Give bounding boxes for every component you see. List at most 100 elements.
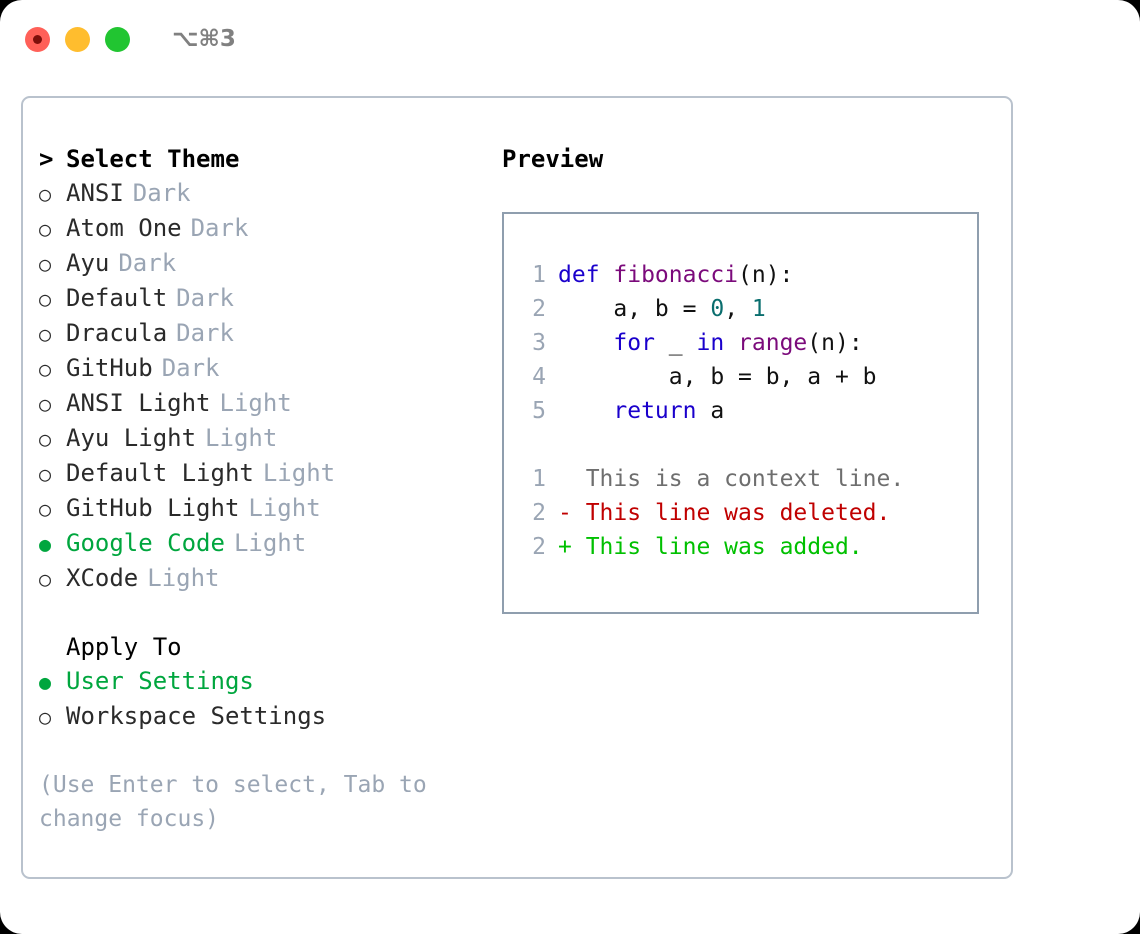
theme-option-variant-tag: Dark (161, 354, 220, 382)
token-pl: a (696, 398, 725, 424)
token-pl: a, b = b, a + b (558, 364, 877, 390)
apply-to-list: ● User Settings ○Workspace Settings (39, 664, 489, 734)
token-pl: _ (654, 330, 697, 356)
diff-sign: - (558, 500, 572, 526)
diff-line-add: 2 + This line was added. (522, 530, 977, 564)
theme-option-label: Atom One (66, 214, 182, 242)
select-theme-heading: > Select Theme (39, 142, 489, 176)
apply-option-workspace-settings[interactable]: ○Workspace Settings (39, 699, 489, 734)
token-pl (558, 398, 613, 424)
maximize-window-button[interactable] (105, 26, 130, 52)
radio-unselected-icon: ○ (39, 217, 52, 241)
apply-option-label: User Settings (66, 667, 254, 695)
code-line: 5 return a (522, 394, 977, 428)
diff-sign: + (558, 534, 572, 560)
diff-sign (558, 462, 572, 496)
code-diff-separator (522, 428, 977, 462)
token-pl (558, 330, 613, 356)
apply-to-heading: Apply To (39, 630, 489, 664)
token-kw: def (558, 262, 614, 288)
code-line: 1 def fibonacci(n): (522, 258, 977, 292)
code-text: return a (558, 394, 724, 428)
diff-line-del: 2- This line was deleted. (522, 496, 977, 530)
theme-option-google-code[interactable]: ● Google Code Light (39, 526, 489, 561)
token-pl: (n): (738, 262, 794, 288)
apply-option-label: Workspace Settings (66, 702, 327, 730)
line-number: 4 (532, 364, 546, 390)
theme-option-variant-tag: Light (219, 389, 292, 417)
theme-option-atom-one[interactable]: ○ Atom One Dark (39, 211, 489, 246)
theme-option-github-light[interactable]: ○ GitHub Light Light (39, 491, 489, 526)
token-kw: in (696, 330, 725, 356)
radio-unselected-icon: ○ (39, 357, 52, 381)
token-num: 1 (751, 296, 766, 322)
token-kw: for (613, 330, 655, 356)
code-text: a, b = 0, 1 (558, 292, 766, 326)
diff-sample: 1 This is a context line.2- This line wa… (522, 462, 977, 564)
close-icon (33, 34, 42, 44)
theme-option-variant-tag: Light (262, 459, 336, 487)
focus-marker-icon: > (39, 145, 54, 173)
radio-unselected-icon: ○ (39, 427, 52, 451)
title-bar: ⌥⌘3 (0, 0, 1140, 78)
theme-option-variant-tag: Dark (132, 179, 191, 207)
theme-option-variant-tag: Light (248, 494, 321, 522)
theme-option-label: XCode (66, 564, 139, 592)
theme-option-variant-tag: Light (147, 564, 220, 592)
line-number: 2 (532, 534, 546, 560)
diff-text: This is a context line. (571, 466, 905, 492)
keyboard-shortcut-label: ⌥⌘3 (172, 26, 236, 52)
theme-option-label: GitHub Light (66, 494, 240, 522)
select-theme-heading-label: Select Theme (66, 145, 240, 173)
apply-option-user-settings[interactable]: ● User Settings (39, 664, 489, 699)
diff-text: This line was added. (571, 534, 863, 560)
token-pl: a, b = (558, 296, 711, 322)
theme-option-label: Google Code (66, 529, 225, 557)
token-pl: , (724, 296, 752, 322)
radio-unselected-icon: ○ (39, 287, 52, 311)
minimize-window-button[interactable] (65, 26, 90, 52)
close-window-button[interactable] (25, 26, 50, 52)
code-line: 4 a, b = b, a + b (522, 360, 977, 394)
diff-text: This line was deleted. (571, 500, 891, 526)
code-line: 2 a, b = 0, 1 (522, 292, 977, 326)
theme-option-label: Default (66, 284, 168, 312)
radio-selected-icon: ● (39, 532, 52, 556)
line-number: 2 (532, 296, 546, 322)
token-pl: (n): (807, 330, 863, 356)
keyboard-hint: (Use Enter to select, Tab to change focu… (39, 772, 427, 832)
theme-option-variant-tag: Dark (190, 214, 249, 242)
traffic-light-group (25, 26, 130, 52)
theme-option-variant-tag: Dark (118, 249, 177, 277)
code-line: 3 for _ in range(n): (522, 326, 977, 360)
radio-unselected-icon: ○ (39, 252, 52, 276)
line-number: 1 (532, 262, 546, 288)
theme-option-label: Dracula (66, 319, 168, 347)
token-num: 0 (710, 296, 725, 322)
token-fn: fibonacci (613, 262, 739, 288)
preview-heading: Preview (502, 145, 604, 173)
code-text: for _ in range(n): (558, 326, 863, 360)
theme-option-variant-tag: Light (205, 424, 278, 452)
theme-option-variant-tag: Light (233, 529, 307, 557)
line-number: 3 (532, 330, 546, 356)
token-pl (724, 330, 738, 356)
radio-unselected-icon: ○ (39, 497, 52, 521)
theme-option-variant-tag: Dark (176, 319, 234, 347)
radio-selected-icon: ● (39, 670, 52, 694)
